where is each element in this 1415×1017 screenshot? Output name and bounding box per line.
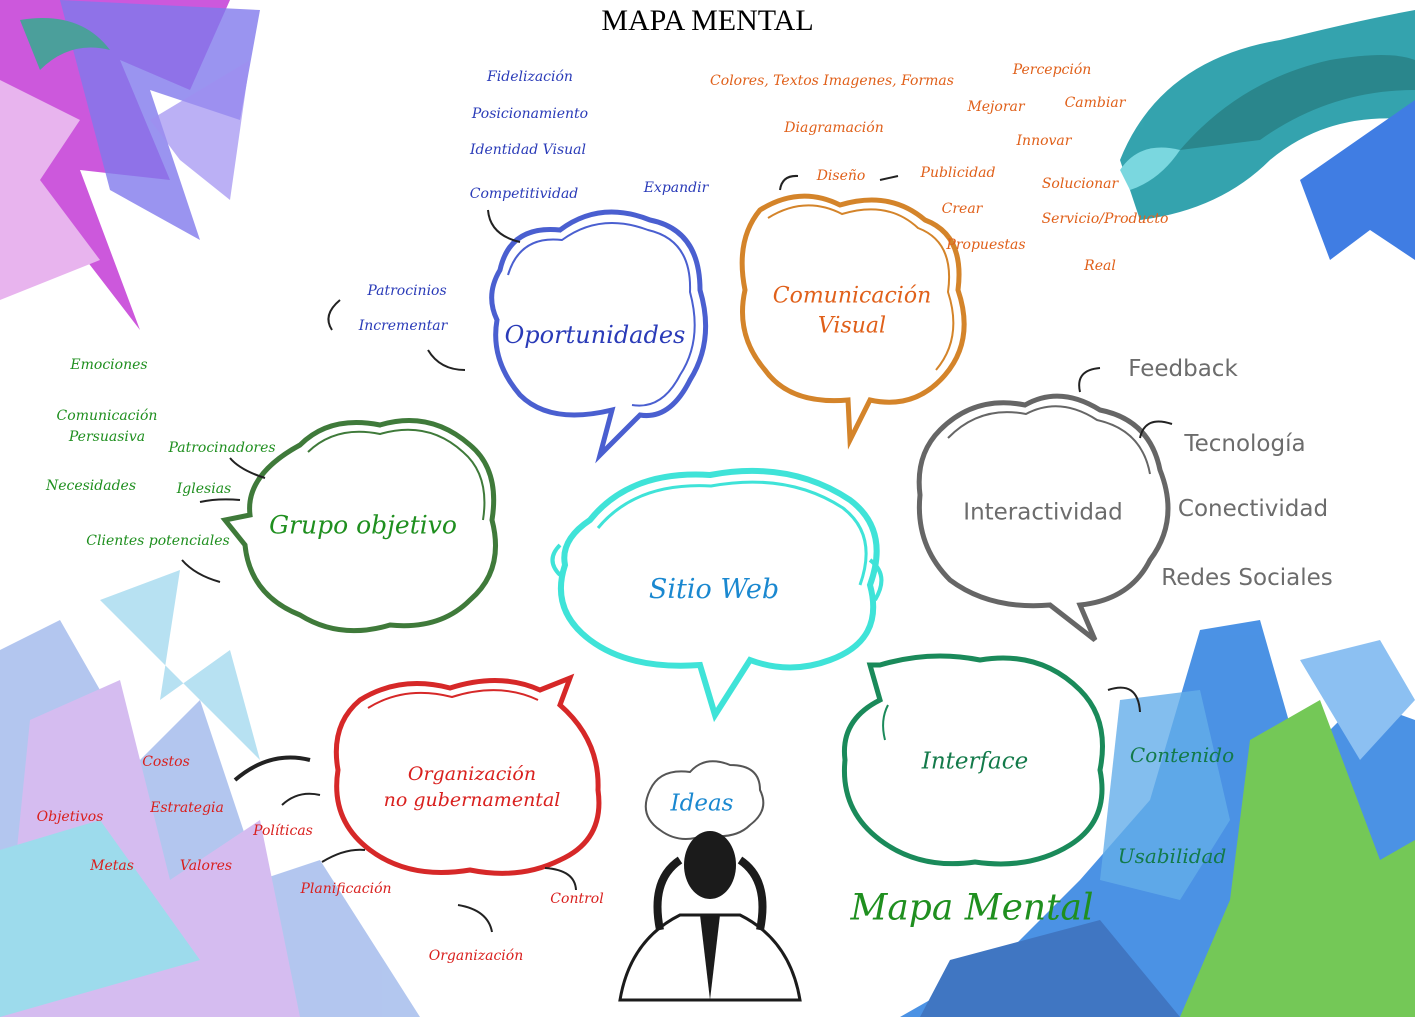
item-feedback: Feedback <box>1128 356 1238 382</box>
item-estrategia: Estrategia <box>150 800 224 816</box>
cloud-interface <box>841 653 1105 867</box>
item-control: Control <box>550 891 604 907</box>
item-publicidad: Publicidad <box>920 165 996 181</box>
item-solucionar: Solucionar <box>1041 176 1119 192</box>
cloud-sitio-web <box>550 467 884 723</box>
item-planificacion: Planificación <box>300 881 392 897</box>
item-persuasiva: Persuasiva <box>68 429 146 445</box>
item-metas: Metas <box>90 858 134 874</box>
thinking-person-illustration <box>618 831 802 1002</box>
item-crear: Crear <box>941 201 983 217</box>
item-politicas: Políticas <box>253 823 313 839</box>
item-expandir: Expandir <box>643 180 709 196</box>
cloud-comunicacion-visual <box>739 193 967 450</box>
item-redes-sociales: Redes Sociales <box>1161 565 1333 591</box>
item-conectividad: Conectividad <box>1177 496 1329 522</box>
item-percepcion: Percepción <box>1012 62 1092 78</box>
item-mejorar: Mejorar <box>967 99 1025 115</box>
item-contenido: Contenido <box>1129 743 1235 767</box>
item-emociones: Emociones <box>70 357 148 373</box>
item-organizacion: Organización <box>428 948 524 964</box>
item-competitividad: Competitividad <box>469 186 579 202</box>
item-iglesias: Iglesias <box>176 481 232 497</box>
item-identidad-visual: Identidad Visual <box>470 142 586 158</box>
node-comunicacion-title-1: Comunicación <box>772 283 932 309</box>
decoration-bottom-left <box>0 570 420 1017</box>
item-posicionamiento: Posicionamiento <box>471 106 589 122</box>
item-diseno: Diseño <box>816 168 866 184</box>
connector-arrows <box>181 174 1173 933</box>
node-interactividad-title: Interactividad <box>963 499 1123 526</box>
item-valores: Valores <box>179 858 233 874</box>
item-innovar: Innovar <box>1016 133 1072 149</box>
item-tecnologia: Tecnología <box>1184 431 1306 457</box>
item-propuestas: Propuestas <box>946 237 1026 253</box>
item-clientes-potenciales: Clientes potenciales <box>86 533 230 549</box>
node-oportunidades-title: Oportunidades <box>504 321 686 349</box>
ideas-label: Ideas <box>670 790 734 817</box>
item-fidelizacion: Fidelización <box>487 69 573 85</box>
item-comunicacion: Comunicación <box>56 408 158 424</box>
cloud-grupo-objetivo <box>220 418 498 634</box>
item-incrementar: Incrementar <box>358 318 448 334</box>
item-necesidades: Necesidades <box>45 478 137 494</box>
item-cambiar: Cambiar <box>1064 95 1126 111</box>
decoration-top-left <box>0 0 260 330</box>
item-patrocinadores: Patrocinadores <box>168 440 276 456</box>
node-comunicacion-title-2: Visual <box>817 313 887 339</box>
node-grupo-objetivo-title: Grupo objetivo <box>269 510 457 540</box>
cloud-oportunidades <box>489 209 709 464</box>
node-ong-title-2: no gubernamental <box>383 789 561 812</box>
decoration-bottom-right <box>900 620 1415 1017</box>
item-usabilidad: Usabilidad <box>1117 844 1227 868</box>
diagram-title: MAPA MENTAL <box>601 4 814 37</box>
item-diagramacion: Diagramación <box>784 120 884 136</box>
item-servicio-producto: Servicio/Producto <box>1041 211 1169 227</box>
brand-label: Mapa Mental <box>850 887 1094 929</box>
node-ong-title-1: Organización <box>407 763 537 786</box>
item-costos: Costos <box>142 754 190 770</box>
decoration-top-right <box>1120 10 1415 260</box>
item-colores: Colores, Textos Imagenes, Formas <box>710 73 954 89</box>
node-interface-title: Interface <box>921 748 1029 775</box>
cloud-ideas <box>644 760 765 840</box>
cloud-organizacion <box>333 673 602 876</box>
item-patrocinios: Patrocinios <box>367 283 447 299</box>
cloud-interactividad <box>916 393 1171 642</box>
item-objetivos: Objetivos <box>36 809 104 825</box>
item-real: Real <box>1084 258 1116 274</box>
center-node-label: Sitio Web <box>648 574 780 606</box>
